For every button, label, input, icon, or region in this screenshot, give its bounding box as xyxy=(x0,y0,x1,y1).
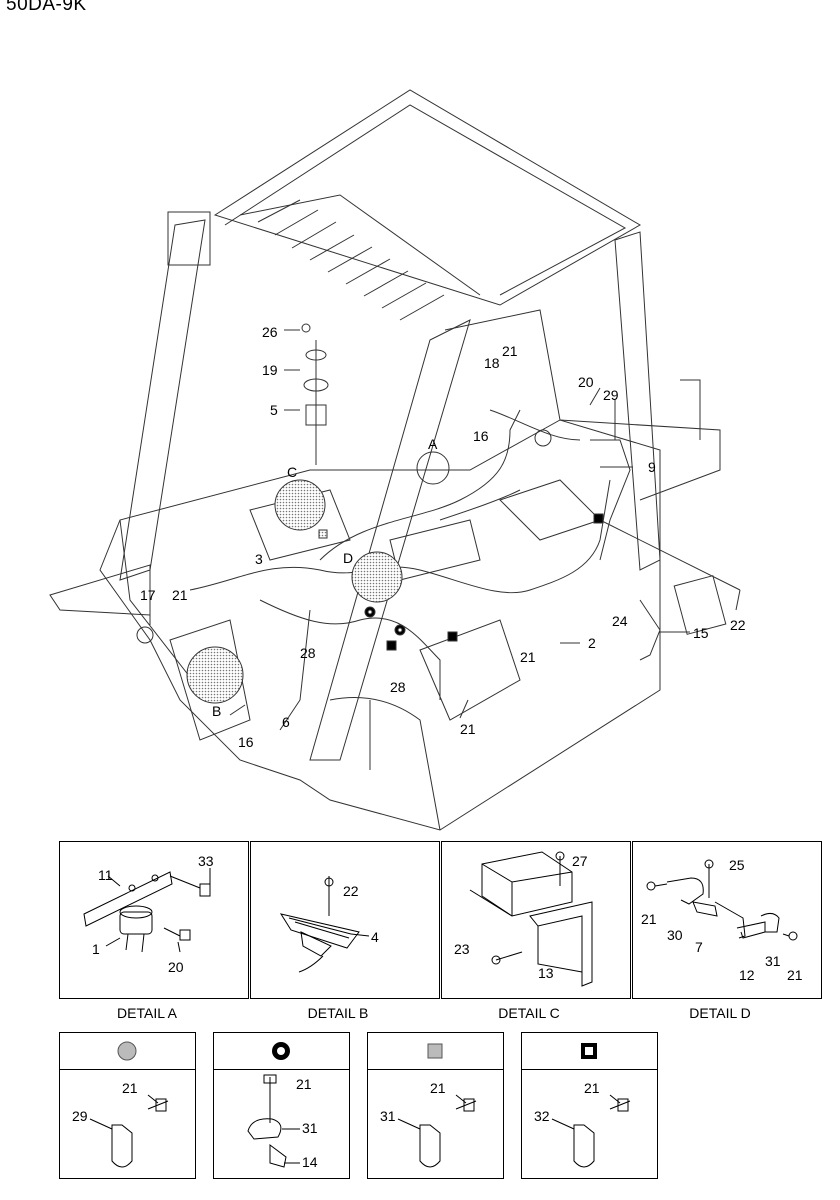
label-30: 30 xyxy=(667,927,683,943)
label-21: 21 xyxy=(430,1080,446,1096)
detail-b-caption: DETAIL B xyxy=(307,1005,369,1021)
label-31: 31 xyxy=(765,953,781,969)
label-16: 16 xyxy=(238,734,254,750)
label-2: 2 xyxy=(588,635,596,651)
label-14: 14 xyxy=(302,1154,318,1170)
label-21: 21 xyxy=(296,1076,312,1092)
label-19: 19 xyxy=(262,362,278,378)
detail-d-caption: DETAIL D xyxy=(689,1005,751,1021)
label-12: 12 xyxy=(739,967,755,983)
label-21: 21 xyxy=(502,343,518,359)
label-18: 18 xyxy=(484,355,500,371)
label-B: B xyxy=(212,703,221,719)
label-27: 27 xyxy=(572,853,588,869)
dotted-circle-icon xyxy=(117,1041,137,1061)
label-7: 7 xyxy=(695,939,703,955)
label-9: 9 xyxy=(648,459,656,475)
detail-b-box: 22 4 xyxy=(250,841,440,999)
label-28: 28 xyxy=(300,645,316,661)
legend-dotted-square-drawing: 21 31 xyxy=(380,1043,477,1168)
label-22: 22 xyxy=(730,617,746,633)
legend-dotted-circle-box: 21 29 xyxy=(59,1032,196,1179)
label-6: 6 xyxy=(282,714,290,730)
label-29: 29 xyxy=(72,1108,88,1124)
label-A: A xyxy=(428,436,438,452)
dotted-square-icon xyxy=(427,1043,443,1059)
legend-bullseye-square-drawing: 21 32 xyxy=(534,1043,631,1168)
label-11: 11 xyxy=(98,867,113,883)
label-1: 1 xyxy=(92,941,100,957)
label-17: 17 xyxy=(140,587,156,603)
detail-a-drawing: 33 11 1 20 xyxy=(83,853,214,975)
detail-b-drawing: 22 4 xyxy=(279,876,379,973)
label-D: D xyxy=(343,550,353,566)
legend-bullseye-circle-box: 21 31 14 xyxy=(213,1032,350,1179)
page-title: 50DA-9K xyxy=(6,0,87,15)
label-21: 21 xyxy=(122,1080,138,1096)
label-31: 31 xyxy=(302,1120,318,1136)
label-20: 20 xyxy=(578,374,594,390)
label-23: 23 xyxy=(454,941,470,957)
label-3: 3 xyxy=(255,551,263,567)
label-20: 20 xyxy=(168,959,184,975)
label-25: 25 xyxy=(729,857,745,873)
label-32: 32 xyxy=(534,1108,550,1124)
label-4: 4 xyxy=(371,929,379,945)
legend-dotted-circle-drawing: 21 29 xyxy=(72,1041,169,1168)
label-C: C xyxy=(287,464,297,480)
label-21: 21 xyxy=(787,967,803,983)
label-21: 21 xyxy=(584,1080,600,1096)
label-29: 29 xyxy=(603,387,619,403)
label-26: 26 xyxy=(262,324,278,340)
detail-d-box: 25 21 30 7 12 31 21 xyxy=(632,841,822,999)
detail-a-caption: DETAIL A xyxy=(117,1005,177,1021)
legend-bullseye-circle-drawing: 21 31 14 xyxy=(247,1042,318,1170)
label-24: 24 xyxy=(612,613,628,629)
legend-bullseye-square-box: 21 32 xyxy=(521,1032,658,1179)
label-15: 15 xyxy=(693,625,709,641)
main-exploded-diagram: 26 19 5 18 21 20 29 A 16 9 C D 3 17 21 2… xyxy=(49,89,746,831)
detail-a-box: 33 11 1 20 xyxy=(59,841,249,999)
detail-c-box: 27 23 13 xyxy=(441,841,631,999)
label-21: 21 xyxy=(641,911,657,927)
label-21: 21 xyxy=(520,649,536,665)
detail-c-drawing: 27 23 13 xyxy=(454,851,593,987)
label-22: 22 xyxy=(343,883,359,899)
label-21: 21 xyxy=(460,721,476,737)
label-5: 5 xyxy=(270,402,278,418)
detail-c-caption: DETAIL C xyxy=(498,1005,560,1021)
label-31: 31 xyxy=(380,1108,396,1124)
label-13: 13 xyxy=(538,965,554,981)
label-33: 33 xyxy=(198,853,214,869)
detail-d-drawing: 25 21 30 7 12 31 21 xyxy=(641,857,803,983)
label-16: 16 xyxy=(473,428,489,444)
legend-dotted-square-box: 21 31 xyxy=(367,1032,504,1179)
label-28: 28 xyxy=(390,679,406,695)
label-21: 21 xyxy=(172,587,188,603)
